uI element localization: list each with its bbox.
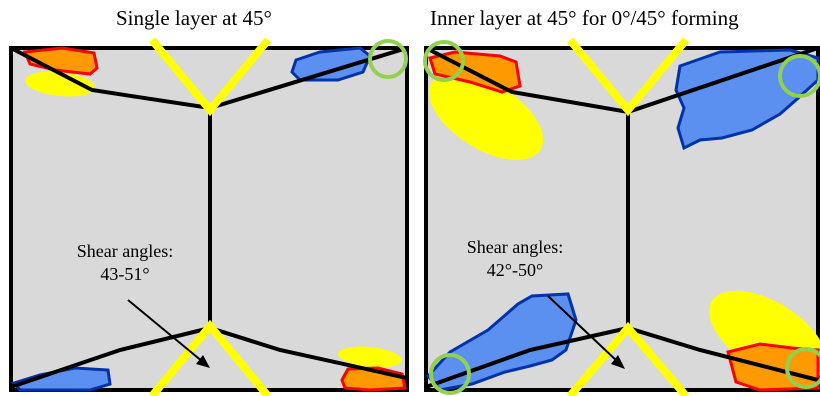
- right-panel-title: Inner layer at 45° for 0°/45° forming: [430, 6, 739, 30]
- right-shear-arrowhead: [611, 355, 625, 369]
- left-shear-label: Shear angles: 43-51°: [50, 240, 200, 286]
- left-shear-lines-top: [10, 46, 408, 111]
- left-orange-zone-top: [22, 46, 99, 76]
- right-yellow-v-bottom: [566, 321, 690, 396]
- right-panel: [423, 37, 820, 396]
- left-shear-arrowhead: [196, 355, 210, 368]
- left-panel-title: Single layer at 45°: [116, 6, 272, 30]
- right-blue-zone-bottom: [425, 292, 578, 392]
- left-green-circle-top-right: [368, 39, 408, 79]
- left-yellow-zone-top: [25, 71, 95, 97]
- right-green-circle-top-right: [778, 54, 820, 98]
- left-shear-arrow: [127, 299, 204, 363]
- left-yellow-zone-bottom: [338, 346, 402, 368]
- right-shear-label: Shear angles: 42°-50°: [440, 236, 590, 282]
- left-yellow-v-bottom: [148, 319, 272, 396]
- right-shear-label-line1: Shear angles:: [466, 237, 564, 257]
- right-green-circle-bottom-left: [429, 353, 471, 395]
- right-green-circle-top-left: [423, 40, 465, 82]
- left-panel: [9, 37, 409, 396]
- right-yellow-v-top: [566, 37, 690, 117]
- left-shear-label-line1: Shear angles:: [76, 241, 174, 261]
- left-shear-label-line2: 43-51°: [100, 264, 150, 284]
- right-shear-arrow: [547, 295, 619, 363]
- right-yellow-zone-top: [428, 72, 544, 160]
- right-shear-label-line2: 42°-50°: [486, 260, 544, 280]
- right-shear-lines-top: [425, 46, 819, 115]
- right-green-circle-bottom-right: [785, 347, 820, 389]
- left-yellow-v-top: [148, 37, 272, 117]
